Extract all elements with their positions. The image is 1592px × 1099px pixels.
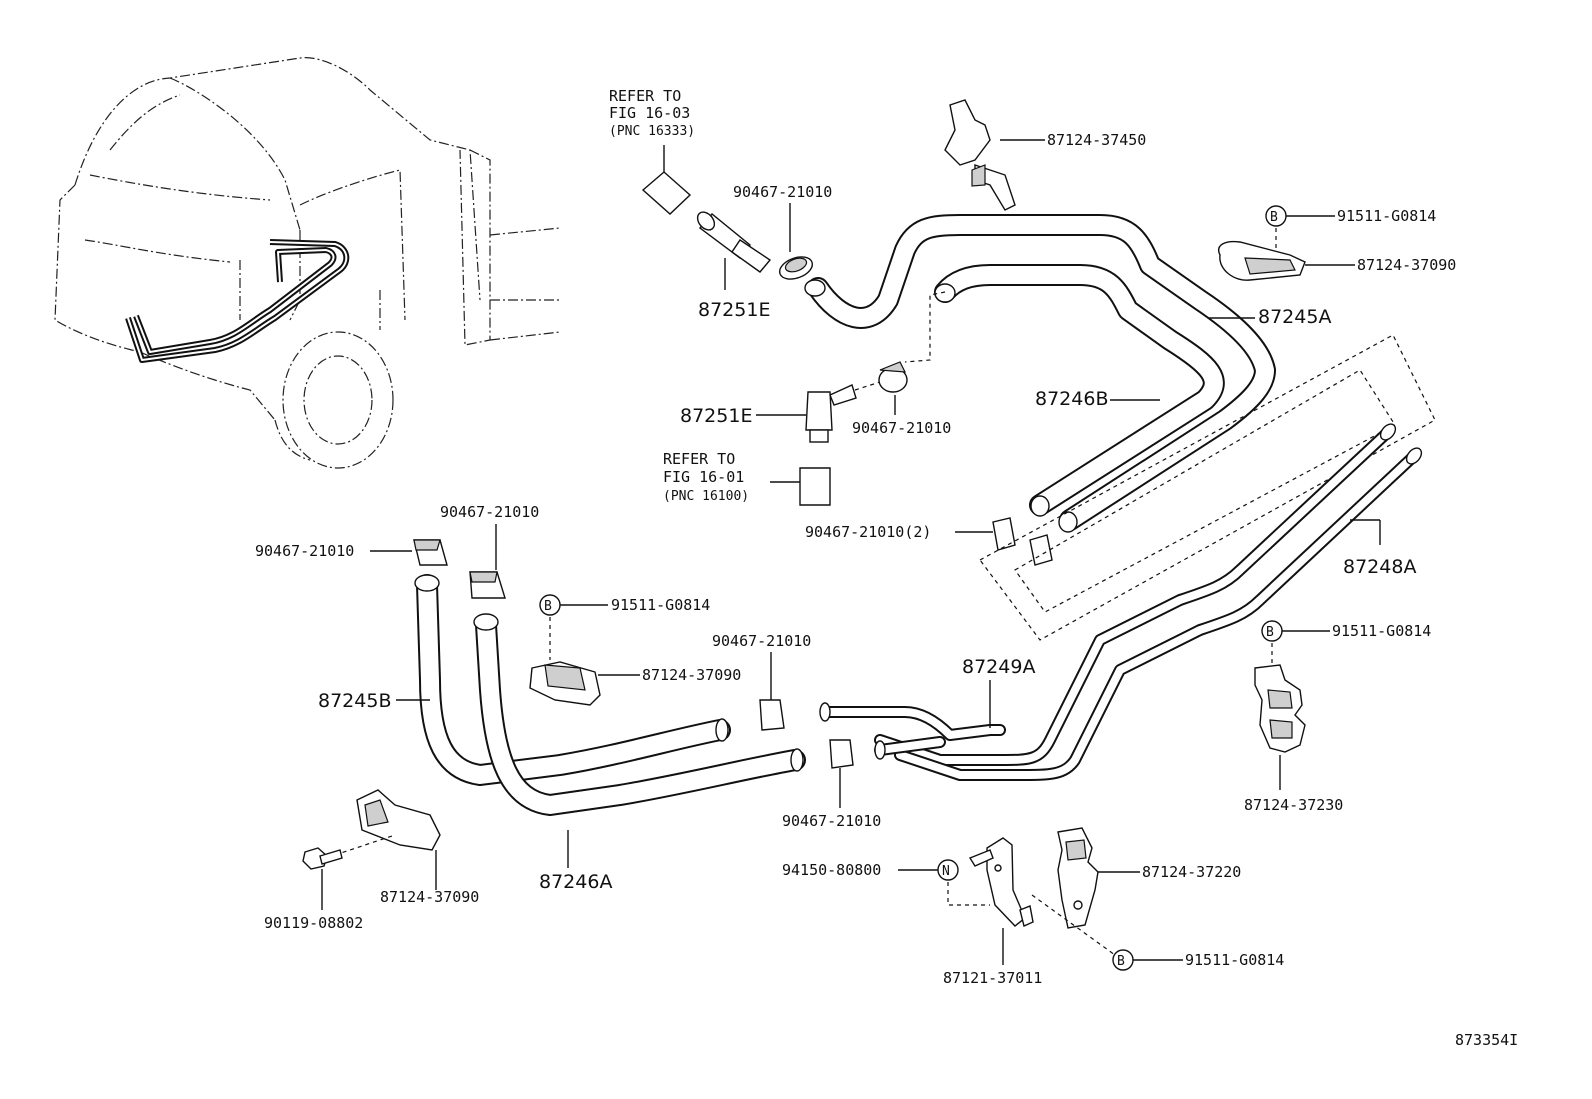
clip-87124-37090-left: 87124-37090: [529, 661, 741, 706]
label-87249a: 87249A: [962, 656, 1035, 678]
label-87251e-mid: 87251E: [680, 405, 752, 427]
diagram-id: 873354I: [1455, 1031, 1518, 1049]
clamp-90467-21010-pair: 90467-21010(2): [805, 517, 1053, 566]
clip-87124-37450: 87124-37450: [944, 99, 1146, 211]
label-87248a: 87248A: [1343, 556, 1416, 578]
label-87245b: 87245B: [318, 690, 391, 712]
bolt-91511-g0814-right: B 91511-G0814: [1261, 620, 1431, 665]
label-87251e-top: 87251E: [698, 299, 770, 321]
label-87124-37450: 87124-37450: [1047, 131, 1146, 149]
bolt-90119-08802: 90119-08802: [264, 847, 363, 932]
nut-94150-80800: 94150-80800 N: [782, 859, 990, 906]
heater-inlet-pipe-stub: [641, 171, 692, 215]
hose-87246b: 87246B: [934, 264, 1225, 533]
refer2-line3: (PNC 16100): [663, 489, 749, 504]
marker-n: N: [942, 864, 950, 879]
label-87124-37230: 87124-37230: [1244, 796, 1343, 814]
marker-b-top: B: [1270, 210, 1278, 225]
clamp-90467-21010-center: 90467-21010: [712, 632, 811, 731]
bolt-91511-g0814-left: B 91511-G0814: [539, 594, 710, 660]
label-91511-g0814-right: 91511-G0814: [1332, 622, 1431, 640]
label-87121-37011: 87121-37011: [943, 969, 1042, 987]
clamp-90467-21010-left2: 90467-21010: [440, 503, 539, 599]
label-91511-g0814-low: 91511-G0814: [1185, 951, 1284, 969]
label-90467-21010-low: 90467-21010: [782, 812, 881, 830]
refer-line1: REFER TO: [609, 87, 681, 105]
label-90119-08802: 90119-08802: [264, 914, 363, 932]
bolt-91511-g0814-low: B 91511-G0814: [1112, 949, 1284, 971]
label-90467-21010-center: 90467-21010: [712, 632, 811, 650]
bolt-91511-g0814-top: B 91511-G0814: [1265, 205, 1436, 255]
label-87124-37090-top: 87124-37090: [1357, 256, 1456, 274]
clamp-90467-21010-top: 90467-21010: [733, 183, 832, 280]
valve-87251e-top: 87251E: [696, 211, 772, 321]
clip-87124-37220: 87124-37220: [1031, 827, 1241, 956]
clip-87124-37090-low: 87124-37090: [334, 789, 479, 906]
clip-87124-37090-top: 87124-37090: [1218, 240, 1456, 281]
marker-b-right: B: [1266, 625, 1274, 640]
label-90467-21010-2: 90467-21010(2): [805, 523, 931, 541]
refer2-line2: FIG 16-01: [663, 468, 744, 486]
clamp-90467-21010-mid: 90467-21010: [852, 361, 951, 437]
hose-87246a: 87246A: [473, 613, 806, 893]
pipe-87249a: 87249A: [819, 656, 1035, 760]
label-87124-37090-low: 87124-37090: [380, 888, 479, 906]
label-87246b: 87246B: [1035, 388, 1108, 410]
truck-cab-illustration: [54, 57, 561, 469]
refer-line2: FIG 16-03: [609, 104, 690, 122]
clamp-90467-21010-low: 90467-21010: [782, 739, 881, 830]
label-90467-21010-left2: 90467-21010: [440, 503, 539, 521]
refer2-line1: REFER TO: [663, 450, 735, 468]
pipe-87248a: 87248A: [874, 423, 1423, 781]
clip-87124-37230: 87124-37230: [1244, 664, 1343, 814]
label-87124-37220: 87124-37220: [1142, 863, 1241, 881]
label-94150-80800: 94150-80800: [782, 861, 881, 879]
refer-fig-16-03: REFER TO FIG 16-03 (PNC 16333): [609, 87, 695, 215]
hose-87245a: 87245A: [804, 214, 1331, 531]
label-87124-37090-left: 87124-37090: [642, 666, 741, 684]
marker-b-left: B: [544, 599, 552, 614]
refer-fig-16-01: REFER TO FIG 16-01 (PNC 16100): [663, 450, 831, 506]
label-90467-21010-top: 90467-21010: [733, 183, 832, 201]
hose-87245b: 87245B: [318, 574, 731, 786]
clamp-90467-21010-left: 90467-21010: [255, 539, 448, 566]
label-87245a: 87245A: [1258, 306, 1331, 328]
label-91511-g0814-left: 91511-G0814: [611, 596, 710, 614]
valve-87251e-mid: 87251E: [680, 384, 857, 443]
label-90467-21010-mid: 90467-21010: [852, 419, 951, 437]
label-90467-21010-left: 90467-21010: [255, 542, 354, 560]
bracket-87121-37011: 87121-37011: [943, 837, 1042, 987]
label-91511-g0814-top: 91511-G0814: [1337, 207, 1436, 225]
refer-line3: (PNC 16333): [609, 124, 695, 139]
marker-b-low: B: [1117, 954, 1125, 969]
label-87246a: 87246A: [539, 871, 612, 893]
